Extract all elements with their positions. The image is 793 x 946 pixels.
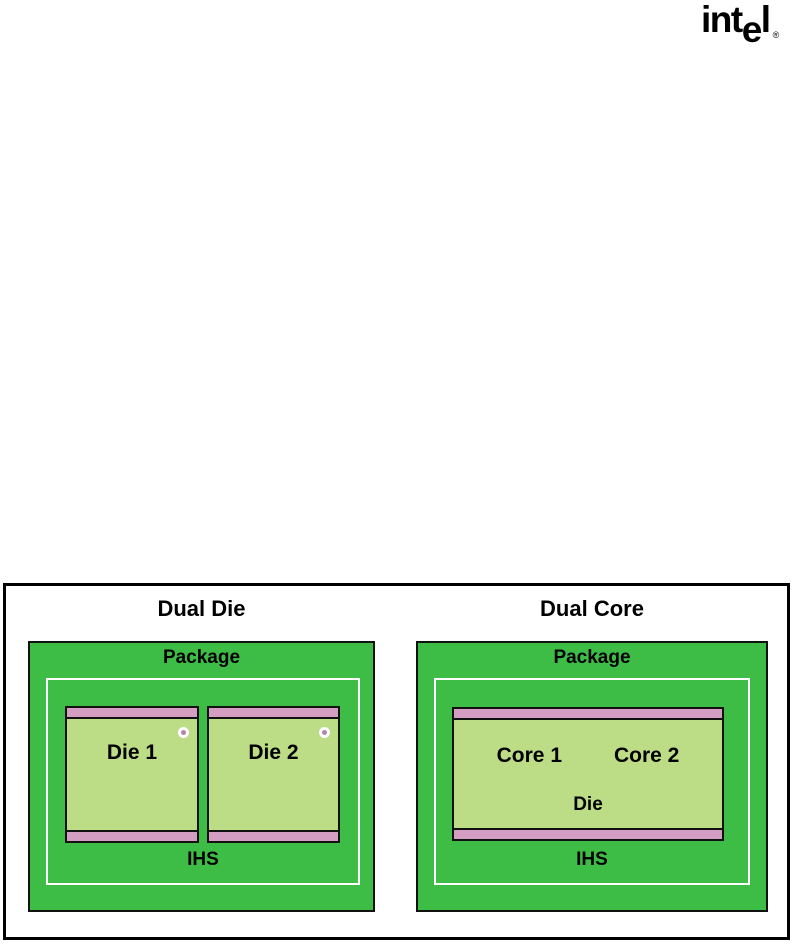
marker-dot [181,730,186,735]
marker-dot [322,730,327,735]
die-bottom-interface-strip [454,828,722,839]
single-die-box: Core 1 Core 2 Die [452,707,724,841]
ihs-outline: IHS [46,678,360,885]
die-1-box: Die 1 [65,706,199,843]
die-top-interface-strip [454,709,722,720]
die-body: Core 1 Core 2 Die [454,720,722,828]
die-label: Die [573,794,603,815]
core-1-label: Core 1 [496,744,562,767]
core-labels-row: Core 1 Core 2 [454,744,722,768]
die-1-bottom-interface-strip [67,830,197,841]
package-label: Package [553,647,631,668]
core-2-label: Core 2 [614,744,680,767]
intel-logo-text-int: int [701,0,743,40]
die-1-label: Die 1 [106,741,158,764]
dual-die-title: Dual Die [157,596,246,621]
intel-logo-text-l: l [760,0,771,40]
die-2-box: Die 2 [207,706,340,843]
dual-die-package-box: Package IHS Die 1 Die 2 [28,641,375,912]
die-1-corner-marker [178,727,189,738]
intel-logo-dropped-e: e [741,9,763,50]
die-2-label: Die 2 [248,741,299,764]
ihs-label: IHS [576,849,608,870]
ihs-label: IHS [187,849,219,870]
die-2-corner-marker [319,727,330,738]
die-2-body: Die 2 [209,719,338,830]
die-2-top-interface-strip [209,708,338,719]
die-1-top-interface-strip [67,708,197,719]
die-1-body: Die 1 [67,719,197,830]
dual-core-package-box: Package IHS Core 1 Core 2 Die [416,641,768,912]
die-2-bottom-interface-strip [209,830,338,841]
ihs-outline: IHS [434,678,750,885]
package-label: Package [162,647,241,668]
dual-core-title: Dual Core [540,596,644,621]
intel-logo: intel® [701,0,780,48]
figure-dual-die-vs-dual-core: Dual Die Dual Core Package IHS Die 1 Die… [3,583,790,940]
registered-mark: ® [772,30,780,40]
